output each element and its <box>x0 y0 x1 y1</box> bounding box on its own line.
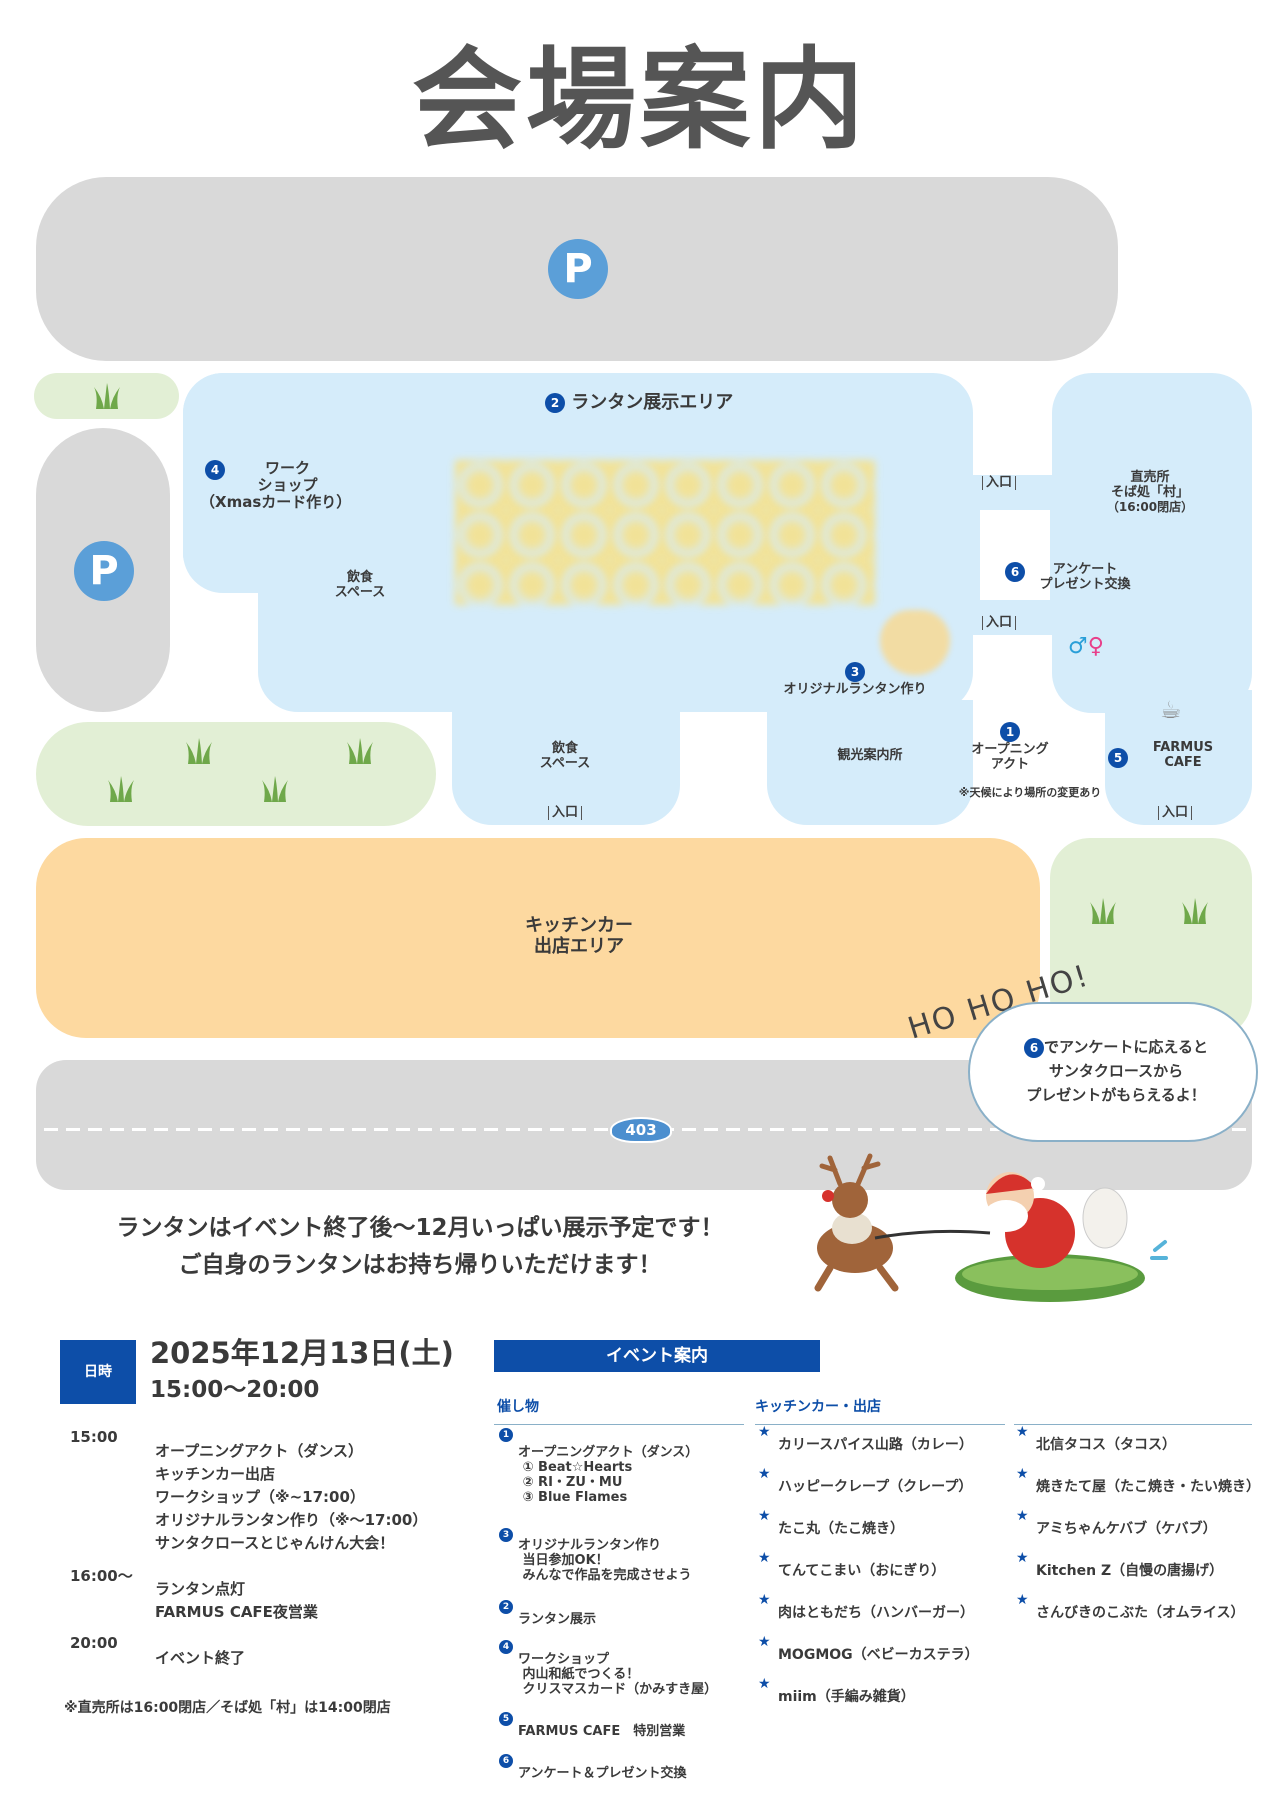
kitchen-item: 北信タコス（タコス） <box>1036 1437 1176 1453</box>
label-food-space: 飲食 スペース <box>539 741 591 771</box>
santa-sleigh-illustration <box>814 1153 1168 1302</box>
grass-icon <box>1090 898 1116 924</box>
kitchen-item: さんびきのこぶた（オムライス） <box>1036 1605 1245 1621</box>
schedule-time: 15:00 <box>70 1428 118 1446</box>
green-space-left <box>36 722 436 826</box>
kitchen-item: たこ丸（たこ焼き） <box>778 1521 904 1537</box>
event-item: アンケート＆プレゼント交換 <box>518 1766 687 1781</box>
event-number: 2 <box>499 1600 513 1614</box>
star-icon: ★ <box>1016 1508 1029 1524</box>
grass-icon <box>1182 898 1208 924</box>
divider <box>755 1424 1005 1425</box>
star-icon: ★ <box>758 1550 771 1566</box>
parking-icon: P <box>548 239 608 299</box>
food-space-bottom <box>452 700 680 825</box>
heart-lantern <box>880 610 950 675</box>
schedule-time: 20:00 <box>70 1634 118 1652</box>
message-line2: ご自身のランタンはお持ち帰りいただけます！ <box>178 1252 662 1278</box>
schedule-item: サンタクロースとじゃんけん大会！ <box>155 1534 395 1552</box>
closing-note: ※直売所は16:00閉店／そば処「村」は14:00閉店 <box>64 1700 391 1716</box>
star-icon: ★ <box>1016 1466 1029 1482</box>
divider <box>494 1424 744 1425</box>
entrance-label: 入口 <box>548 806 583 820</box>
grass-icon <box>347 738 373 764</box>
kitchen-item: カリースパイス山路（カレー） <box>778 1437 973 1453</box>
label-food-space: 飲食 スペース <box>334 570 386 600</box>
star-icon: ★ <box>1016 1550 1029 1566</box>
kitchen-item: Kitchen Z（自慢の唐揚げ） <box>1036 1563 1224 1579</box>
event-item: ランタン展示 <box>518 1612 597 1627</box>
restroom-icon: ♂♀ <box>1068 634 1104 659</box>
schedule-item: オリジナルランタン作り（※〜17:00） <box>155 1511 428 1529</box>
star-icon: ★ <box>758 1424 771 1440</box>
event-number: 1 <box>499 1428 513 1442</box>
label-kitchen-car: キッチンカー 出店エリア <box>525 915 633 957</box>
grass-icon <box>262 776 288 802</box>
entrance-label: 入口 <box>982 616 1017 630</box>
kitchen-item: 焼きたて屋（たこ焼き・たい焼き） <box>1036 1479 1260 1495</box>
message-line1: ランタンはイベント終了後〜12月いっぱい展示予定です！ <box>116 1215 724 1241</box>
lantern-display <box>455 460 875 605</box>
cafe-area <box>1105 690 1252 825</box>
event-item: FARMUS CAFE 特別営業 <box>518 1724 686 1739</box>
event-number: 6 <box>499 1754 513 1768</box>
event-number: 4 <box>499 1640 513 1654</box>
event-item: オープニングアクト（ダンス） ① Beat☆Hearts ② RI・ZU・MU … <box>518 1445 699 1505</box>
tourist-info-area <box>767 700 973 825</box>
event-guide-header: イベント案内 <box>494 1340 820 1372</box>
events-heading: 催し物 <box>497 1399 539 1415</box>
coffee-icon: ☕ <box>1160 696 1182 724</box>
star-icon: ★ <box>1016 1424 1029 1440</box>
event-item: ワークショップ 内山和紙でつくる！ クリスマスカード（かみすき屋） <box>518 1652 718 1697</box>
star-icon: ★ <box>758 1466 771 1482</box>
route-sign: 403 <box>610 1117 672 1143</box>
event-number: 5 <box>499 1712 513 1726</box>
santa-speech-bubble <box>968 1002 1258 1142</box>
schedule-item: FARMUS CAFE夜営業 <box>155 1603 318 1621</box>
kitchen-heading: キッチンカー・出店 <box>755 1399 881 1415</box>
parking-icon: P <box>74 541 134 601</box>
grass-icon <box>186 738 212 764</box>
schedule-item: ワークショップ（※~17:00） <box>155 1488 365 1506</box>
star-icon: ★ <box>758 1592 771 1608</box>
kitchen-item: MOGMOG（ベビーカステラ） <box>778 1647 979 1663</box>
event-item: オリジナルランタン作り 当日参加OK！ みんなで作品を完成させよう <box>518 1538 692 1583</box>
kitchen-item: てんてこまい（おにぎり） <box>778 1563 946 1579</box>
schedule-item: オープニングアクト（ダンス） <box>155 1442 364 1460</box>
label-weather-note: ※天候により場所の変更あり <box>958 786 1102 799</box>
date-badge: 日時 <box>60 1340 136 1404</box>
schedule-item: イベント終了 <box>155 1649 246 1667</box>
divider <box>1014 1424 1252 1425</box>
grass-icon <box>94 383 120 409</box>
grass-icon <box>108 776 134 802</box>
label-lantern-exhibit: 2 ランタン展示エリア <box>545 393 733 413</box>
event-number: 3 <box>499 1528 513 1542</box>
star-icon: ★ <box>1016 1592 1029 1608</box>
kitchen-item: miim（手編み雑貨） <box>778 1689 915 1705</box>
schedule-time: 16:00〜 <box>70 1567 133 1585</box>
schedule-item: ランタン点灯 <box>155 1580 246 1598</box>
label-direct-shop: 直売所 そば処「村」（16:00閉店） <box>1106 470 1194 514</box>
star-icon: ★ <box>758 1508 771 1524</box>
direct-shop-area <box>1052 373 1252 713</box>
label-tourist-info: 観光案内所 <box>837 748 903 763</box>
star-icon: ★ <box>758 1634 771 1650</box>
entrance-label: 入口 <box>1158 806 1193 820</box>
event-time: 15:00〜20:00 <box>150 1377 320 1403</box>
entrance-label: 入口 <box>982 476 1017 490</box>
event-date: 2025年12月13日(土) <box>150 1336 454 1370</box>
kitchen-item: 肉はともだち（ハンバーガー） <box>778 1605 974 1621</box>
kitchen-car-area <box>36 838 1040 1038</box>
kitchen-item: ハッピークレープ（クレープ） <box>778 1479 973 1495</box>
schedule-item: キッチンカー出店 <box>155 1465 276 1483</box>
kitchen-item: アミちゃんケバブ（ケバブ） <box>1036 1521 1217 1537</box>
star-icon: ★ <box>758 1676 771 1692</box>
page-title: 会場案内 <box>412 36 868 164</box>
